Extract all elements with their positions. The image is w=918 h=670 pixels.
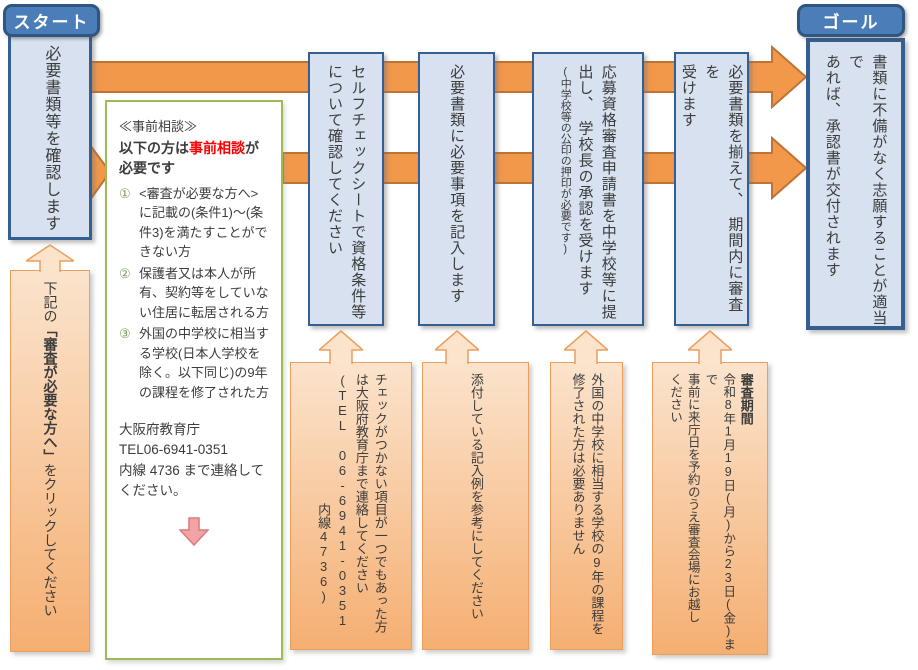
consultation-headline: 以下の方は事前相談が 必要です [119, 138, 269, 179]
up-arrow-icon [688, 330, 732, 364]
up-arrow-icon [26, 244, 74, 272]
click-suffix: をクリックしてください [42, 463, 59, 617]
goal-header: ゴール [797, 4, 905, 37]
callout-contact-if-unchecked-body: チェックがつかない項目が一つでもあった方 は大阪府教育庁まで連絡してください (… [290, 362, 412, 650]
callout-foreign-school-exempt: 外国の中学校に相当する学校の9年の課程を 修了された方は必要ありません [550, 330, 623, 650]
consultation-contact: 大阪府教育庁 TEL06-6941-0351 内線 4736 まで連絡してくださ… [119, 422, 265, 498]
step-submit-application-note: (中学校等の公印の押印が必要です) [559, 66, 572, 255]
consultation-title: ≪事前相談≫ [119, 119, 198, 134]
consultation-headline-suffix: が 必要です [119, 140, 259, 177]
review-period-title: 審査期間 [738, 373, 754, 425]
step-submit-application-box: 応募資格審査申請書を中学校等に提 出し、 学校長の承認を受けます (中学校等の公印… [532, 52, 644, 326]
step-selfcheck-sheet-text: セルフチェックシートで資格条件等 について確認してください [326, 64, 367, 320]
callout-foreign-school-exempt-body: 外国の中学校に相当する学校の9年の課程を 修了された方は必要ありません [550, 362, 623, 650]
step-undergo-review-box: 必要書類を揃えて、 期間内に審査を 受けます [674, 52, 749, 326]
callout-contact-if-unchecked-text: チェックがつかない項目が一つでもあった方 は大阪府教育庁まで連絡してください (… [316, 373, 388, 633]
goal-result-box: 書類に不備がなく志願することが適当で あれば、承認書が交付されます [806, 38, 905, 330]
start-header: スタート [3, 4, 100, 37]
item-2-text: 保護者又は本人が所有、契約等をしていない住居に転居される方 [139, 265, 270, 320]
item-3-text: 外国の中学校に相当する学校(日本人学校を除く。以下同じ)の9年の課程を修了された… [139, 326, 270, 400]
step-check-documents-box: 必要書類等を確認します [8, 30, 92, 240]
callout-click-link-body: 下記の「審査が必要な方へ」をクリックしてください [10, 270, 90, 652]
step-submit-application-text: 応募資格審査申請書を中学校等に提 出し、 学校長の承認を受けます (中学校等の公印… [556, 64, 620, 320]
item-1-marker: ① [119, 185, 131, 201]
consultation-box: ≪事前相談≫ 以下の方は事前相談が 必要です ① <審査が必要な方へ>に記載の(… [105, 100, 283, 660]
item-1-text: <審査が必要な方へ>に記載の(条件1)〜(条件3)を満たすことができない方 [139, 185, 268, 260]
callout-refer-example-body: 添付している記入例を参考にしてください [422, 362, 529, 650]
step-check-documents-text: 必要書類等を確認します [42, 45, 60, 232]
callout-review-period-text: 審査期間令和8年1月19日(月)から23日(金)まで 事前に来庁日を予約のうえ審… [665, 373, 754, 654]
up-arrow-icon [319, 330, 363, 364]
goal-label: ゴール [822, 13, 880, 32]
callout-refer-example-text: 添付している記入例を参考にしてください [468, 373, 484, 620]
item-2-marker: ② [119, 265, 131, 281]
down-arrow-icon [179, 517, 209, 547]
click-em: 「審査が必要な方へ」 [42, 323, 59, 463]
consultation-item-1: ① <審査が必要な方へ>に記載の(条件1)〜(条件3)を満たすことができない方 [119, 184, 269, 262]
goal-result-text: 書類に不備がなく志願することが適当で あれば、承認書が交付されます [823, 54, 888, 326]
consultation-item-3: ③ 外国の中学校に相当する学校(日本人学校を除く。以下同じ)の9年の課程を修了さ… [119, 324, 269, 402]
start-label: スタート [13, 13, 90, 32]
step-fill-forms-text: 必要書類に必要事項を記入します [448, 64, 466, 304]
click-prefix: 下記の [42, 281, 59, 323]
callout-review-period-body: 審査期間令和8年1月19日(月)から23日(金)まで 事前に来庁日を予約のうえ審… [652, 362, 768, 655]
step-selfcheck-sheet-box: セルフチェックシートで資格条件等 について確認してください [308, 52, 384, 326]
step-undergo-review-text: 必要書類を揃えて、 期間内に審査を 受けます [679, 64, 744, 313]
up-arrow-icon [564, 330, 608, 364]
callout-click-link-text: 下記の「審査が必要な方へ」をクリックしてください [40, 281, 61, 651]
item-3-marker: ③ [119, 326, 131, 342]
callout-review-period: 審査期間令和8年1月19日(月)から23日(金)まで 事前に来庁日を予約のうえ審… [652, 330, 768, 655]
up-arrow-icon [435, 330, 479, 364]
consultation-headline-em: 事前相談 [189, 140, 245, 156]
consultation-item-2: ② 保護者又は本人が所有、契約等をしていない住居に転居される方 [119, 264, 269, 323]
callout-contact-if-unchecked: チェックがつかない項目が一つでもあった方 は大阪府教育庁まで連絡してください (… [290, 330, 412, 650]
review-period-detail: 令和8年1月19日(月)から23日(金)まで 事前に来庁日を予約のうえ審査会場に… [668, 373, 736, 651]
step-submit-application-main: 応募資格審査申請書を中学校等に提 出し、 学校長の承認を受けます [576, 64, 617, 320]
callout-foreign-school-exempt-text: 外国の中学校に相当する学校の9年の課程を 修了された方は必要ありません [570, 373, 605, 635]
callout-click-link: 下記の「審査が必要な方へ」をクリックしてください [10, 244, 90, 652]
step-fill-forms-box: 必要書類に必要事項を記入します [418, 52, 495, 326]
callout-refer-example: 添付している記入例を参考にしてください [422, 330, 529, 650]
consultation-headline-prefix: 以下の方は [119, 140, 189, 156]
